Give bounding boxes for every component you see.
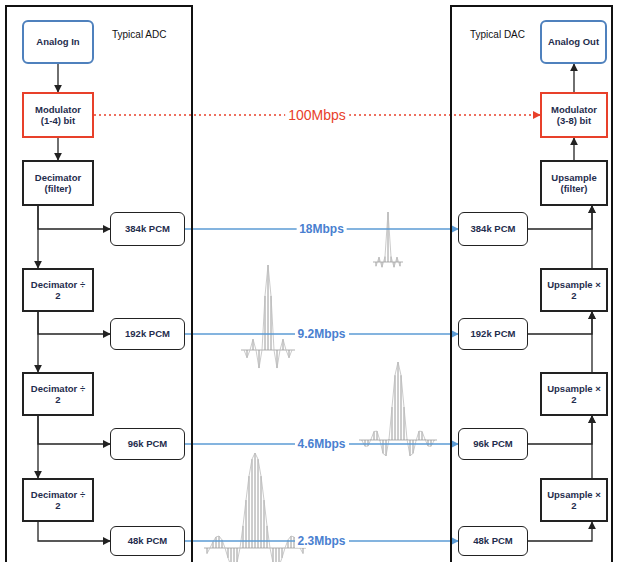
connector — [57, 64, 58, 92]
pcm-box: 384k PCM — [458, 212, 528, 246]
box-label: 48k PCM — [473, 535, 513, 546]
connector — [38, 206, 110, 229]
box-label: Modulator (3-8) bit — [546, 104, 602, 127]
bitrate-label: 9.2Mbps — [294, 327, 348, 341]
bitrate-label: 18Mbps — [296, 222, 347, 236]
impulse-stem — [395, 375, 396, 440]
pcm-box: 192k PCM — [458, 318, 528, 350]
impulse-plot — [373, 212, 403, 267]
connector — [528, 416, 592, 444]
pcm-box: 192k PCM — [110, 318, 185, 350]
impulse-stem — [279, 548, 280, 562]
input-box: Analog In — [22, 20, 94, 64]
bitrate-label: 100Mbps — [285, 107, 349, 124]
box-label: 192k PCM — [125, 328, 170, 339]
impulse-stem — [231, 548, 232, 562]
pcm-box: 384k PCM — [110, 212, 185, 246]
impulse-stem — [252, 459, 253, 548]
panel-title: Typical DAC — [470, 29, 525, 41]
box-label: Decimator (filter) — [30, 172, 86, 195]
panel-title: Typical ADC — [112, 29, 166, 41]
impulse-stem — [258, 459, 259, 548]
connector — [38, 416, 110, 444]
pcm-box: 96k PCM — [458, 428, 528, 460]
bitrate-label: 4.6Mbps — [294, 437, 348, 451]
decimator-box: Decimator ÷ 2 — [22, 478, 94, 522]
impulse-stem — [401, 375, 402, 440]
box-label: 48k PCM — [128, 535, 168, 546]
impulse-envelope — [244, 265, 292, 368]
upsample-box: Upsample × 2 — [540, 478, 608, 522]
upsample-box: Upsample (filter) — [540, 160, 608, 206]
connector — [37, 312, 38, 372]
connector — [528, 206, 592, 229]
impulse-envelope — [362, 362, 434, 456]
upsample-box: Upsample × 2 — [540, 372, 608, 416]
decimator-box: Decimator (filter) — [22, 160, 94, 206]
connector — [37, 206, 38, 268]
impulse-stem — [398, 362, 399, 440]
box-label: Upsample × 2 — [546, 383, 602, 406]
connector — [38, 312, 110, 334]
box-label: 96k PCM — [128, 438, 168, 449]
connector — [37, 416, 38, 478]
box-label: Decimator ÷ 2 — [30, 279, 86, 302]
impulse-stem — [216, 537, 217, 548]
impulse-stem — [255, 453, 256, 548]
impulse-stem — [268, 265, 269, 350]
connector — [57, 138, 58, 160]
impulse-stem — [219, 536, 220, 548]
box-label: Analog Out — [548, 36, 599, 47]
box-label: 192k PCM — [471, 328, 516, 339]
connector — [38, 522, 110, 541]
box-label: 384k PCM — [471, 223, 516, 234]
decimator-box: Decimator ÷ 2 — [22, 268, 94, 312]
impulse-stem — [261, 476, 262, 548]
connector — [528, 312, 592, 334]
box-label: Modulator (1-4) bit — [30, 104, 86, 127]
adc-panel: Typical ADC Analog In Modulator (1-4) bitD… — [5, 5, 193, 562]
box-label: Decimator ÷ 2 — [30, 489, 86, 512]
box-label: Upsample (filter) — [546, 172, 602, 195]
impulse-stem — [291, 536, 292, 548]
connector — [573, 64, 574, 92]
pcm-box: 48k PCM — [458, 526, 528, 556]
upsample-box: Upsample × 2 — [540, 268, 608, 312]
box-label: Decimator ÷ 2 — [30, 383, 86, 406]
box-label: 384k PCM — [125, 223, 170, 234]
connector — [528, 522, 592, 541]
connector — [573, 138, 574, 160]
impulse-stem — [276, 548, 277, 562]
modulator-box: Modulator (3-8) bit — [540, 92, 608, 138]
pcm-box: 48k PCM — [110, 526, 185, 556]
modulator-box: Modulator (1-4) bit — [22, 92, 94, 138]
box-label: Upsample × 2 — [546, 279, 602, 302]
box-label: Analog In — [36, 36, 79, 47]
impulse-plot — [359, 362, 437, 456]
box-label: Upsample × 2 — [546, 489, 602, 512]
impulse-plot — [241, 265, 295, 368]
impulse-stem — [234, 548, 235, 562]
impulse-envelope — [207, 453, 303, 562]
output-box: Analog Out — [540, 20, 607, 64]
impulse-plot — [204, 453, 306, 562]
pcm-box: 96k PCM — [110, 428, 185, 460]
bitrate-label: 2.3Mbps — [294, 534, 348, 548]
decimator-box: Decimator ÷ 2 — [22, 372, 94, 416]
impulse-stem — [249, 476, 250, 548]
box-label: 96k PCM — [473, 438, 513, 449]
dac-panel: Typical DAC Analog OutModulator (3-8) bit… — [450, 5, 613, 562]
impulse-envelope — [376, 212, 400, 267]
